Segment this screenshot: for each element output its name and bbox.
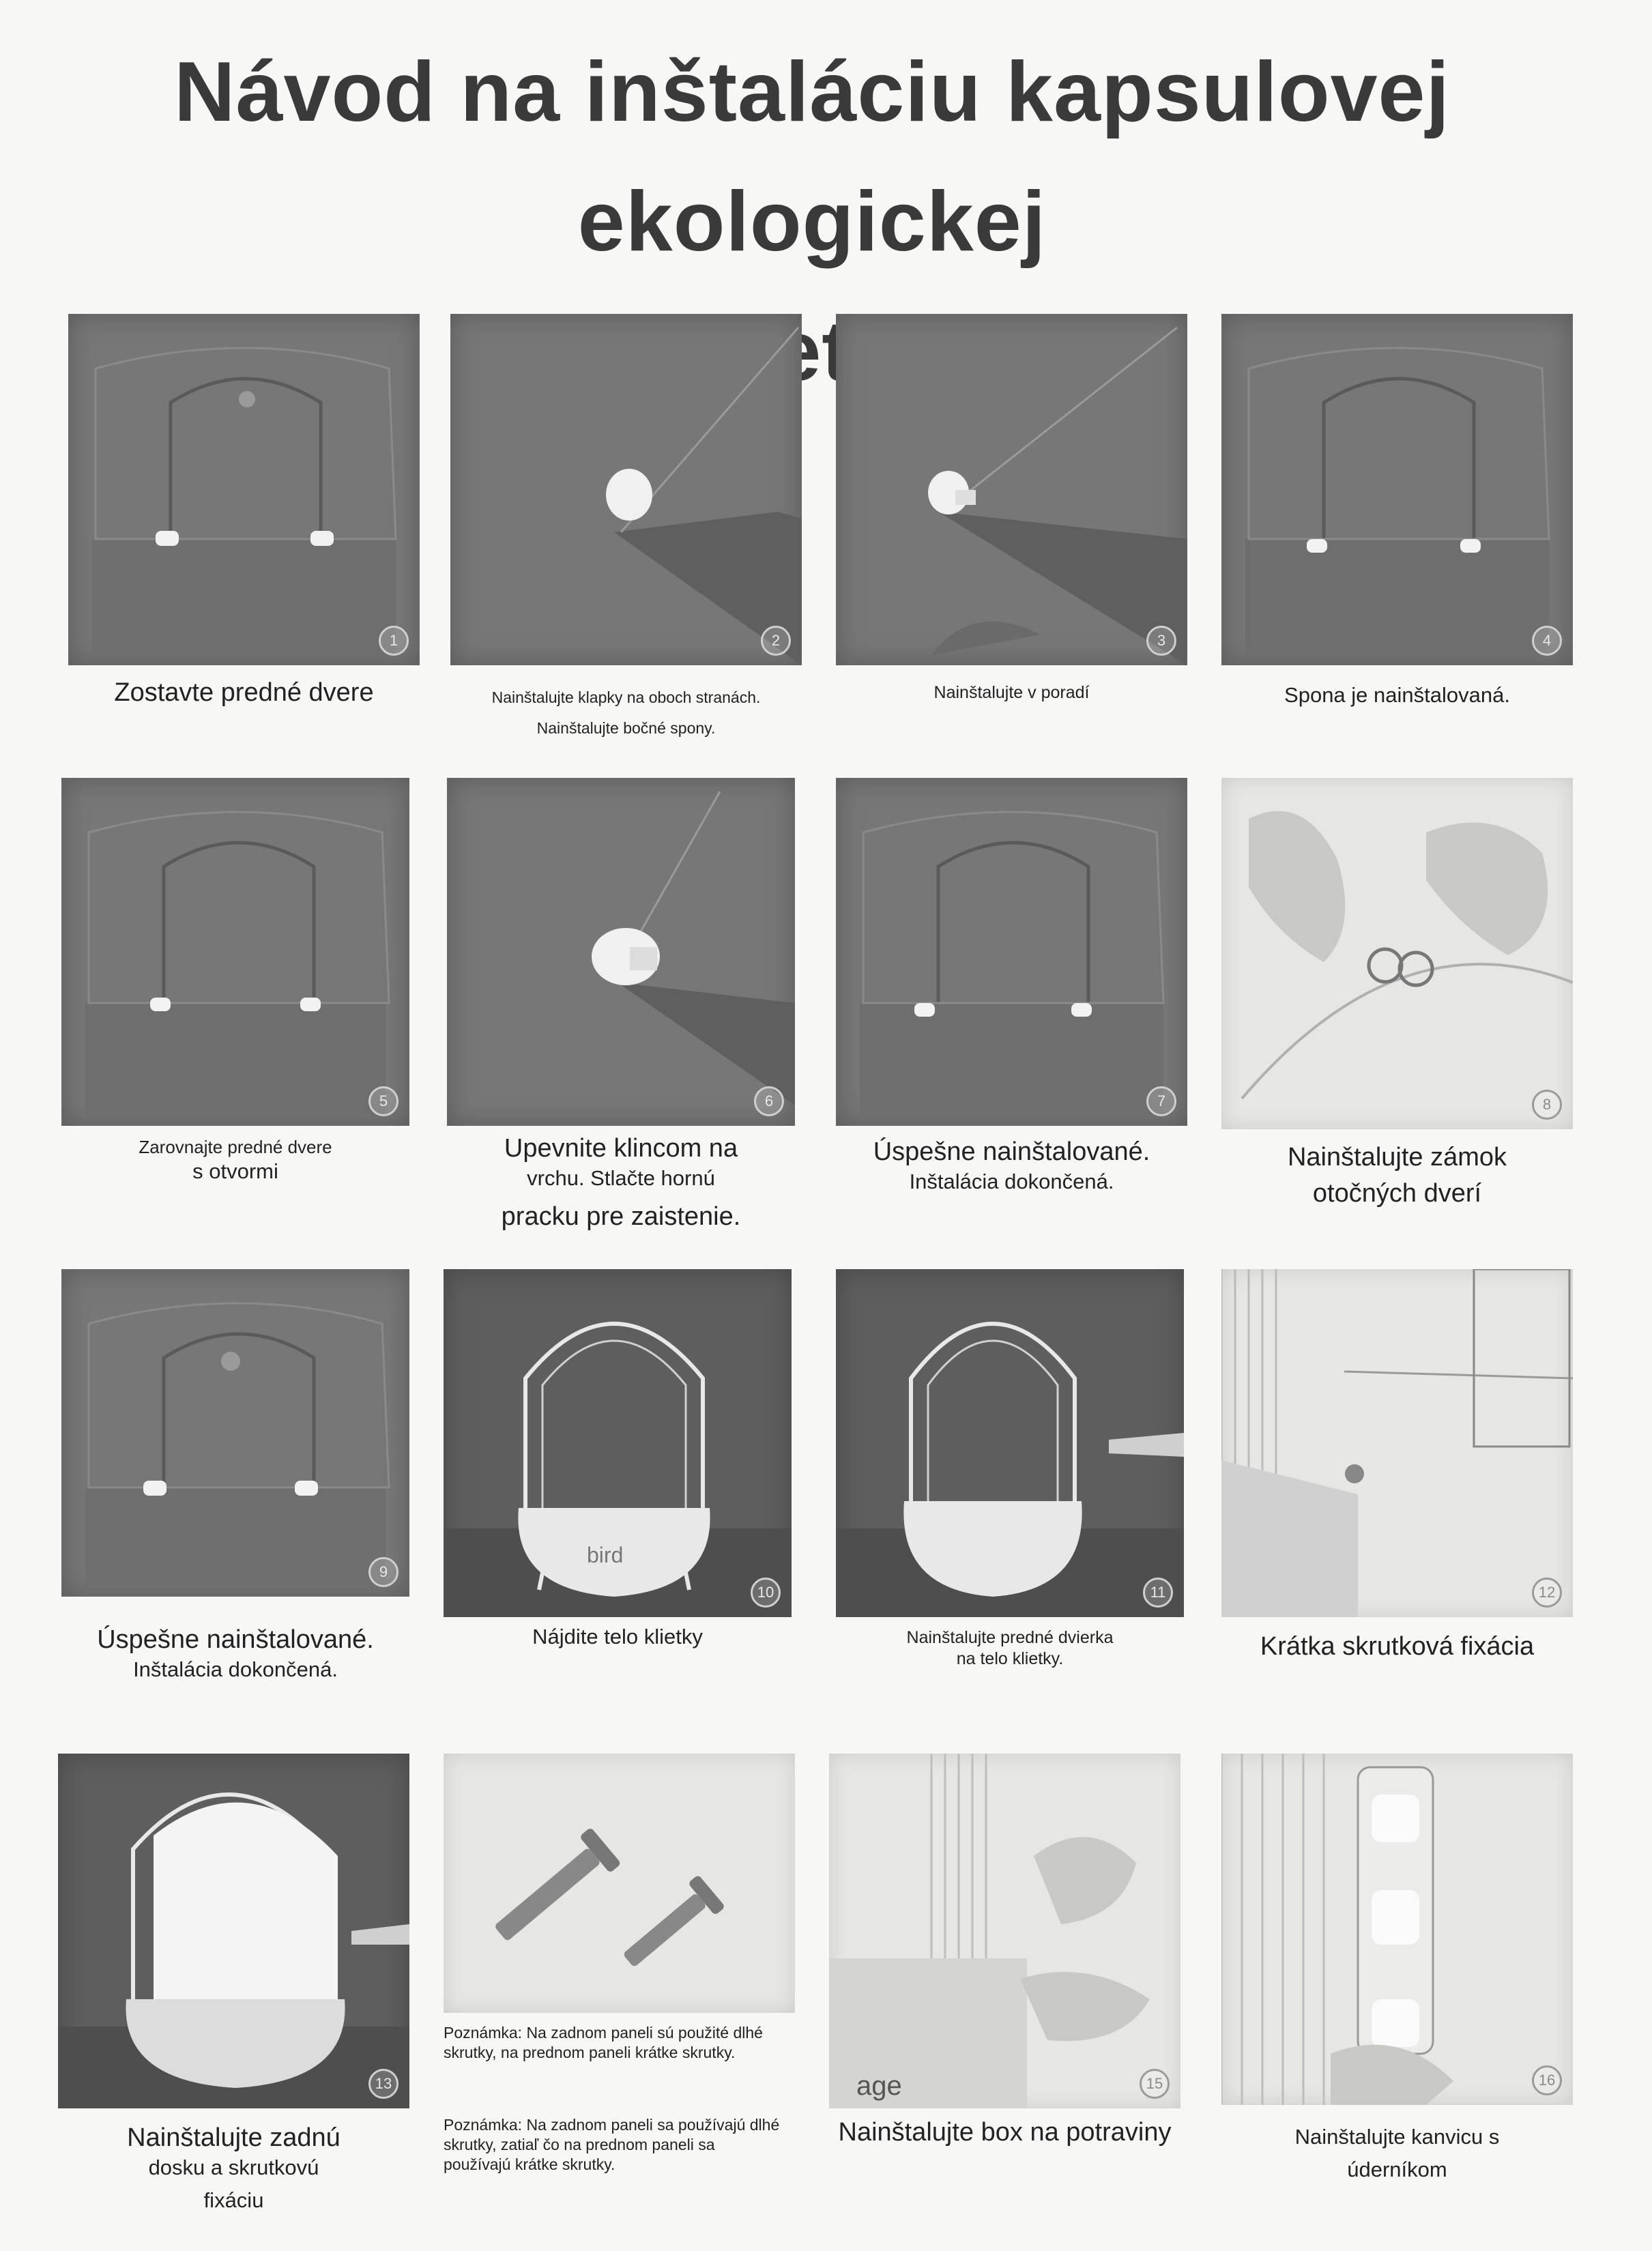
cage-brand-text: bird bbox=[587, 1543, 623, 1567]
step-caption: Zarovnajte predné dvere s otvormi bbox=[139, 1137, 332, 1183]
step-13: 13 Nainštalujte zadnú dosku a skrutkovú … bbox=[58, 1754, 409, 2245]
step-number-badge: 9 bbox=[368, 1557, 398, 1587]
step-number-badge: 10 bbox=[751, 1578, 781, 1608]
step-caption: Zostavte predné dvere bbox=[114, 678, 374, 707]
step-2: 2 Nainštalujte klapky na oboch stranách.… bbox=[450, 314, 802, 737]
step-caption: Nainštalujte klapky na oboch stranách. N… bbox=[491, 688, 761, 737]
hands-lock-illustration bbox=[1241, 811, 1573, 1100]
step-caption: Nainštalujte box na potraviny bbox=[838, 2118, 1172, 2147]
water-bottle-illustration bbox=[1221, 1754, 1453, 2105]
clip-closeup-illustration bbox=[606, 327, 802, 665]
back-panel-illustration bbox=[58, 1792, 409, 2108]
step-12: 12 Krátka skrutková fixácia bbox=[1221, 1269, 1573, 1692]
step-photo: 11 bbox=[836, 1269, 1184, 1617]
step-11: 11 Nainštalujte predné dvierka na telo k… bbox=[836, 1269, 1184, 1692]
step-photo: 1 bbox=[68, 314, 420, 665]
step-4: 4 Spona je nainštalovaná. bbox=[1221, 314, 1573, 710]
step-photo: 8 bbox=[1221, 778, 1573, 1129]
step-3: 3 Nainštalujte v poradí bbox=[836, 314, 1187, 710]
cage-body-illustration: bird bbox=[444, 1322, 792, 1617]
step-5: 5 Zarovnajte predné dvere s otvormi bbox=[61, 778, 409, 1215]
step-number-badge: 11 bbox=[1143, 1578, 1173, 1608]
door-alignment-illustration bbox=[85, 811, 390, 1119]
step-number-badge: 13 bbox=[368, 2069, 398, 2099]
step-number-badge: 6 bbox=[754, 1086, 784, 1116]
step-caption: Nainštalujte zámok otočných dverí bbox=[1287, 1143, 1507, 1208]
cage-brand-text: age bbox=[856, 2071, 902, 2101]
step-caption: Nainštalujte kanvicu s úderníkom bbox=[1294, 2125, 1500, 2182]
top-pin-illustration bbox=[592, 791, 795, 1105]
food-box-illustration: age bbox=[829, 1754, 1150, 2108]
step-10: bird 10 Nájdite telo klietky bbox=[444, 1269, 792, 1692]
step-caption: Nainštalujte predné dvierka na telo klie… bbox=[906, 1628, 1114, 1669]
step-number-badge: 4 bbox=[1532, 626, 1562, 656]
step-photo: 13 bbox=[58, 1754, 409, 2108]
step-caption: Krátka skrutková fixácia bbox=[1260, 1632, 1535, 1661]
step-photo: age 15 bbox=[829, 1754, 1180, 2108]
step-caption: Úspešne nainštalované. Inštalácia dokonč… bbox=[97, 1625, 374, 1681]
step-number-badge: 1 bbox=[379, 626, 409, 656]
step-15: age 15 Nainštalujte box na potraviny bbox=[829, 1754, 1180, 2245]
step-9: 9 Úspešne nainštalované. Inštalácia doko… bbox=[61, 1269, 409, 1692]
step-number-badge: 15 bbox=[1140, 2069, 1170, 2099]
step-6: 6 Upevnite klincom na vrchu. Stlačte hor… bbox=[447, 778, 795, 1231]
step-8: 8 Nainštalujte zámok otočných dverí bbox=[1221, 778, 1573, 1215]
step-number-badge: 8 bbox=[1532, 1090, 1562, 1120]
step-number-badge: 2 bbox=[761, 626, 791, 656]
step-caption: Upevnite klincom na vrchu. Stlačte hornú… bbox=[501, 1134, 741, 1232]
step-16: 16 Nainštalujte kanvicu s úderníkom bbox=[1221, 1754, 1573, 2245]
step-number-badge: 5 bbox=[368, 1086, 398, 1116]
screw-note-2: Poznámka: Na zadnom paneli sa používajú … bbox=[444, 2116, 780, 2173]
screw-note-1: Poznámka: Na zadnom paneli sú použité dl… bbox=[444, 2024, 763, 2061]
step-photo: 2 bbox=[450, 314, 802, 665]
clip-order-illustration bbox=[928, 326, 1187, 665]
step-photo: 7 bbox=[836, 778, 1187, 1126]
step-caption: Nájdite telo klietky bbox=[532, 1625, 703, 1649]
step-caption: Nainštalujte v poradí bbox=[933, 683, 1090, 702]
door-installed-illustration bbox=[860, 811, 1165, 1119]
step-1: 1 Zostavte predné dvere bbox=[68, 314, 420, 710]
front-door-install-illustration bbox=[836, 1322, 1184, 1617]
step-photo: 4 bbox=[1221, 314, 1573, 665]
step-photo: 16 bbox=[1221, 1754, 1573, 2105]
door-complete-illustration bbox=[85, 1302, 390, 1593]
step-7: 7 Úspešne nainštalované. Inštalácia doko… bbox=[836, 778, 1187, 1215]
step-photo: 6 bbox=[447, 778, 795, 1126]
step-number-badge: 7 bbox=[1146, 1086, 1176, 1116]
step-14: Poznámka: Na zadnom paneli sú použité dl… bbox=[444, 1754, 795, 2245]
page-title: Návod na inštaláciu kapsulovej ekologick… bbox=[27, 27, 1597, 416]
short-screw-fix-illustration bbox=[1221, 1269, 1573, 1617]
step-caption: Nainštalujte zadnú dosku a skrutkovú fix… bbox=[127, 2123, 340, 2213]
step-photo: 5 bbox=[61, 778, 409, 1126]
step-photo: bird 10 bbox=[444, 1269, 792, 1617]
step-photo: 3 bbox=[836, 314, 1187, 665]
step-photo bbox=[444, 1754, 795, 2013]
door-panel-illustration bbox=[1245, 347, 1550, 658]
step-number-badge: 16 bbox=[1532, 2065, 1562, 2095]
step-caption: Úspešne nainštalované. Inštalácia dokonč… bbox=[873, 1137, 1150, 1193]
step-number-badge: 12 bbox=[1532, 1578, 1562, 1608]
step-caption: Spona je nainštalovaná. bbox=[1284, 683, 1510, 707]
door-panel-illustration bbox=[92, 347, 397, 658]
screws-illustration bbox=[495, 1829, 724, 1966]
title-line-1: Návod na inštaláciu kapsulovej ekologick… bbox=[174, 45, 1450, 269]
step-photo: 12 bbox=[1221, 1269, 1573, 1617]
step-number-badge: 3 bbox=[1146, 626, 1176, 656]
step-photo: 9 bbox=[61, 1269, 409, 1597]
